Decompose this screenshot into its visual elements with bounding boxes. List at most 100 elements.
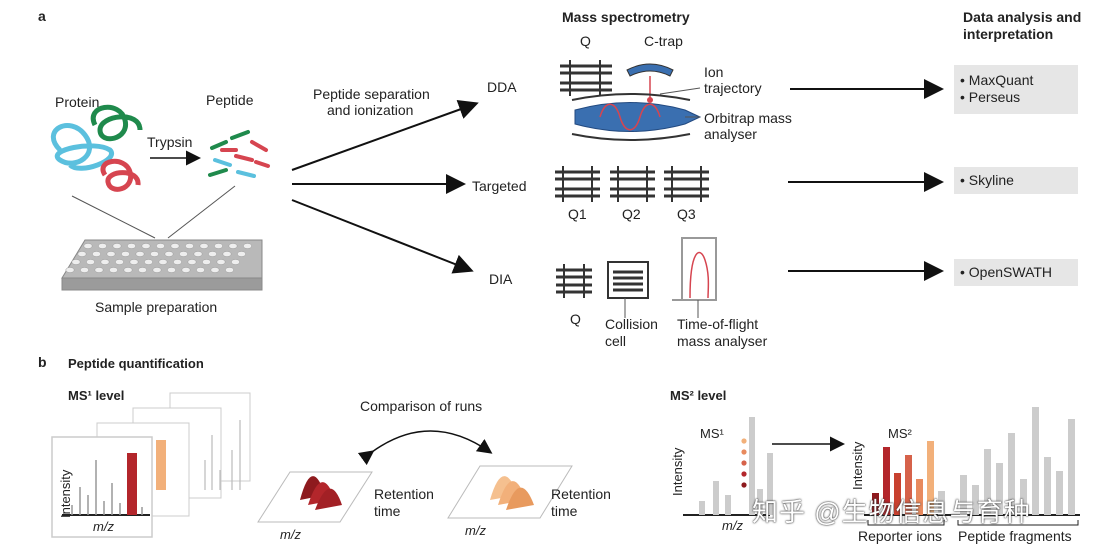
fragment-peak xyxy=(1008,433,1015,515)
peptide-quant-title: Peptide quantification xyxy=(68,356,204,371)
protein-label: Protein xyxy=(55,94,100,110)
reporter-ion-peak xyxy=(883,447,890,515)
reporter-ion-peak xyxy=(916,479,923,515)
ms2-left-peak xyxy=(757,489,763,515)
ion-label-1: Ion xyxy=(704,64,724,80)
ms1-spectrum-peaks xyxy=(71,420,241,515)
ms2-left-peak xyxy=(725,495,731,515)
dia-tools-box: • OpenSWATH xyxy=(954,259,1078,286)
plate-wells xyxy=(65,243,252,273)
plate-well xyxy=(158,259,168,265)
plate-well xyxy=(121,251,130,257)
plate-well xyxy=(214,243,223,249)
plate-well xyxy=(65,267,75,273)
ms2-left-peak xyxy=(749,417,755,515)
data-analysis-title-1: Data analysis and xyxy=(963,9,1082,25)
collision-cell-icon xyxy=(607,261,649,318)
tool-perseus: • Perseus xyxy=(960,89,1021,105)
plate-well xyxy=(94,267,104,273)
run1-retention-1: Retention xyxy=(374,486,434,502)
run1-mz-label: m/z xyxy=(280,527,301,542)
plate-well xyxy=(187,259,197,265)
tool-skyline: • Skyline xyxy=(960,172,1014,188)
collision-label-2: cell xyxy=(605,333,627,349)
run1-retention-2: time xyxy=(374,503,401,519)
peptide-fragments-bracket xyxy=(957,520,1079,526)
fragment-peak xyxy=(960,475,967,515)
plate-well xyxy=(77,251,87,257)
ms1-spectra-stack xyxy=(51,392,251,538)
ion-trajectory-leader xyxy=(659,87,701,95)
plate-well xyxy=(179,251,188,257)
orbitrap-label-1: Orbitrap mass xyxy=(704,110,792,126)
dia-q-label: Q xyxy=(570,311,581,327)
dia-label: DIA xyxy=(489,271,513,287)
sample-prep-label: Sample preparation xyxy=(95,299,218,315)
tof-label-1: Time-of-flight xyxy=(677,316,759,332)
plate-well xyxy=(208,251,217,257)
peptide-fragments-icon xyxy=(208,130,270,178)
q1-label: Q1 xyxy=(568,206,587,222)
run2-retention-1: Retention xyxy=(551,486,611,502)
dda-label: DDA xyxy=(487,79,517,95)
plate-well xyxy=(86,259,95,265)
c-trap-label: C-trap xyxy=(644,33,683,49)
ms1-mz-label: m/z xyxy=(93,519,114,534)
fragment-peak xyxy=(1056,471,1063,515)
watermark: 知乎 @生物信息与育种 xyxy=(752,497,1031,527)
ms2-right-intensity-label: Intensity xyxy=(850,441,865,490)
plate-well xyxy=(170,243,180,249)
plate-well xyxy=(98,243,107,249)
fragment-peak xyxy=(1032,407,1039,515)
reporter-ions-label: Reporter ions xyxy=(858,528,943,544)
tof-label-2: mass analyser xyxy=(677,333,768,349)
q3-label: Q3 xyxy=(677,206,696,222)
fragment-peak xyxy=(1068,419,1075,515)
plate-well xyxy=(222,251,232,257)
quadrupole-icon xyxy=(560,60,612,96)
q-label: Q xyxy=(580,33,591,49)
funnel-right xyxy=(167,185,236,239)
reporter-ion-peak xyxy=(905,455,912,515)
tof-analyser-icon xyxy=(672,237,717,318)
mass-spec-title: Mass spectrometry xyxy=(562,9,690,25)
dia-quadrupole-icon xyxy=(556,264,592,298)
ms2-left-mz-label: m/z xyxy=(722,518,743,533)
run2-mz-label: m/z xyxy=(465,523,486,538)
trypsin-label: Trypsin xyxy=(147,134,193,150)
protein-tangle xyxy=(50,104,143,192)
plate-well xyxy=(181,267,191,273)
orbitrap-label-2: analyser xyxy=(704,126,757,142)
plate-well xyxy=(193,251,203,257)
reporter-dots xyxy=(741,438,747,488)
ms2-left-peak xyxy=(699,501,705,515)
plate-well xyxy=(156,243,165,249)
run2-peak-plane xyxy=(447,465,573,519)
tool-maxquant: • MaxQuant xyxy=(960,72,1034,88)
fragment-peak xyxy=(984,449,991,515)
plate-well xyxy=(167,267,176,273)
ms1-intensity-label: Intensity xyxy=(58,469,73,518)
plate-well xyxy=(92,251,101,257)
ms2-right-peaks xyxy=(872,407,1075,515)
peptide-label: Peptide xyxy=(206,92,254,108)
arrow-to-dda xyxy=(291,100,479,171)
orbitrap-icon xyxy=(571,93,702,141)
funnel-left xyxy=(71,195,156,239)
plate-well xyxy=(202,259,211,265)
reporter-ion-peak xyxy=(894,473,901,515)
plate-well xyxy=(80,267,89,273)
c-trap-icon xyxy=(626,63,674,103)
reporter-ion-peak xyxy=(938,491,945,515)
data-analysis-title-2: interpretation xyxy=(963,26,1054,42)
panel-a-label: a xyxy=(38,8,46,24)
fragment-peak xyxy=(972,485,979,515)
panel-b-label: b xyxy=(38,354,47,370)
run1-peak-plane xyxy=(257,471,373,523)
ms2-left-peak xyxy=(713,481,719,515)
plate-well xyxy=(112,243,122,249)
plate-well xyxy=(196,267,205,273)
plate-well xyxy=(237,251,246,257)
plate-well xyxy=(115,259,124,265)
